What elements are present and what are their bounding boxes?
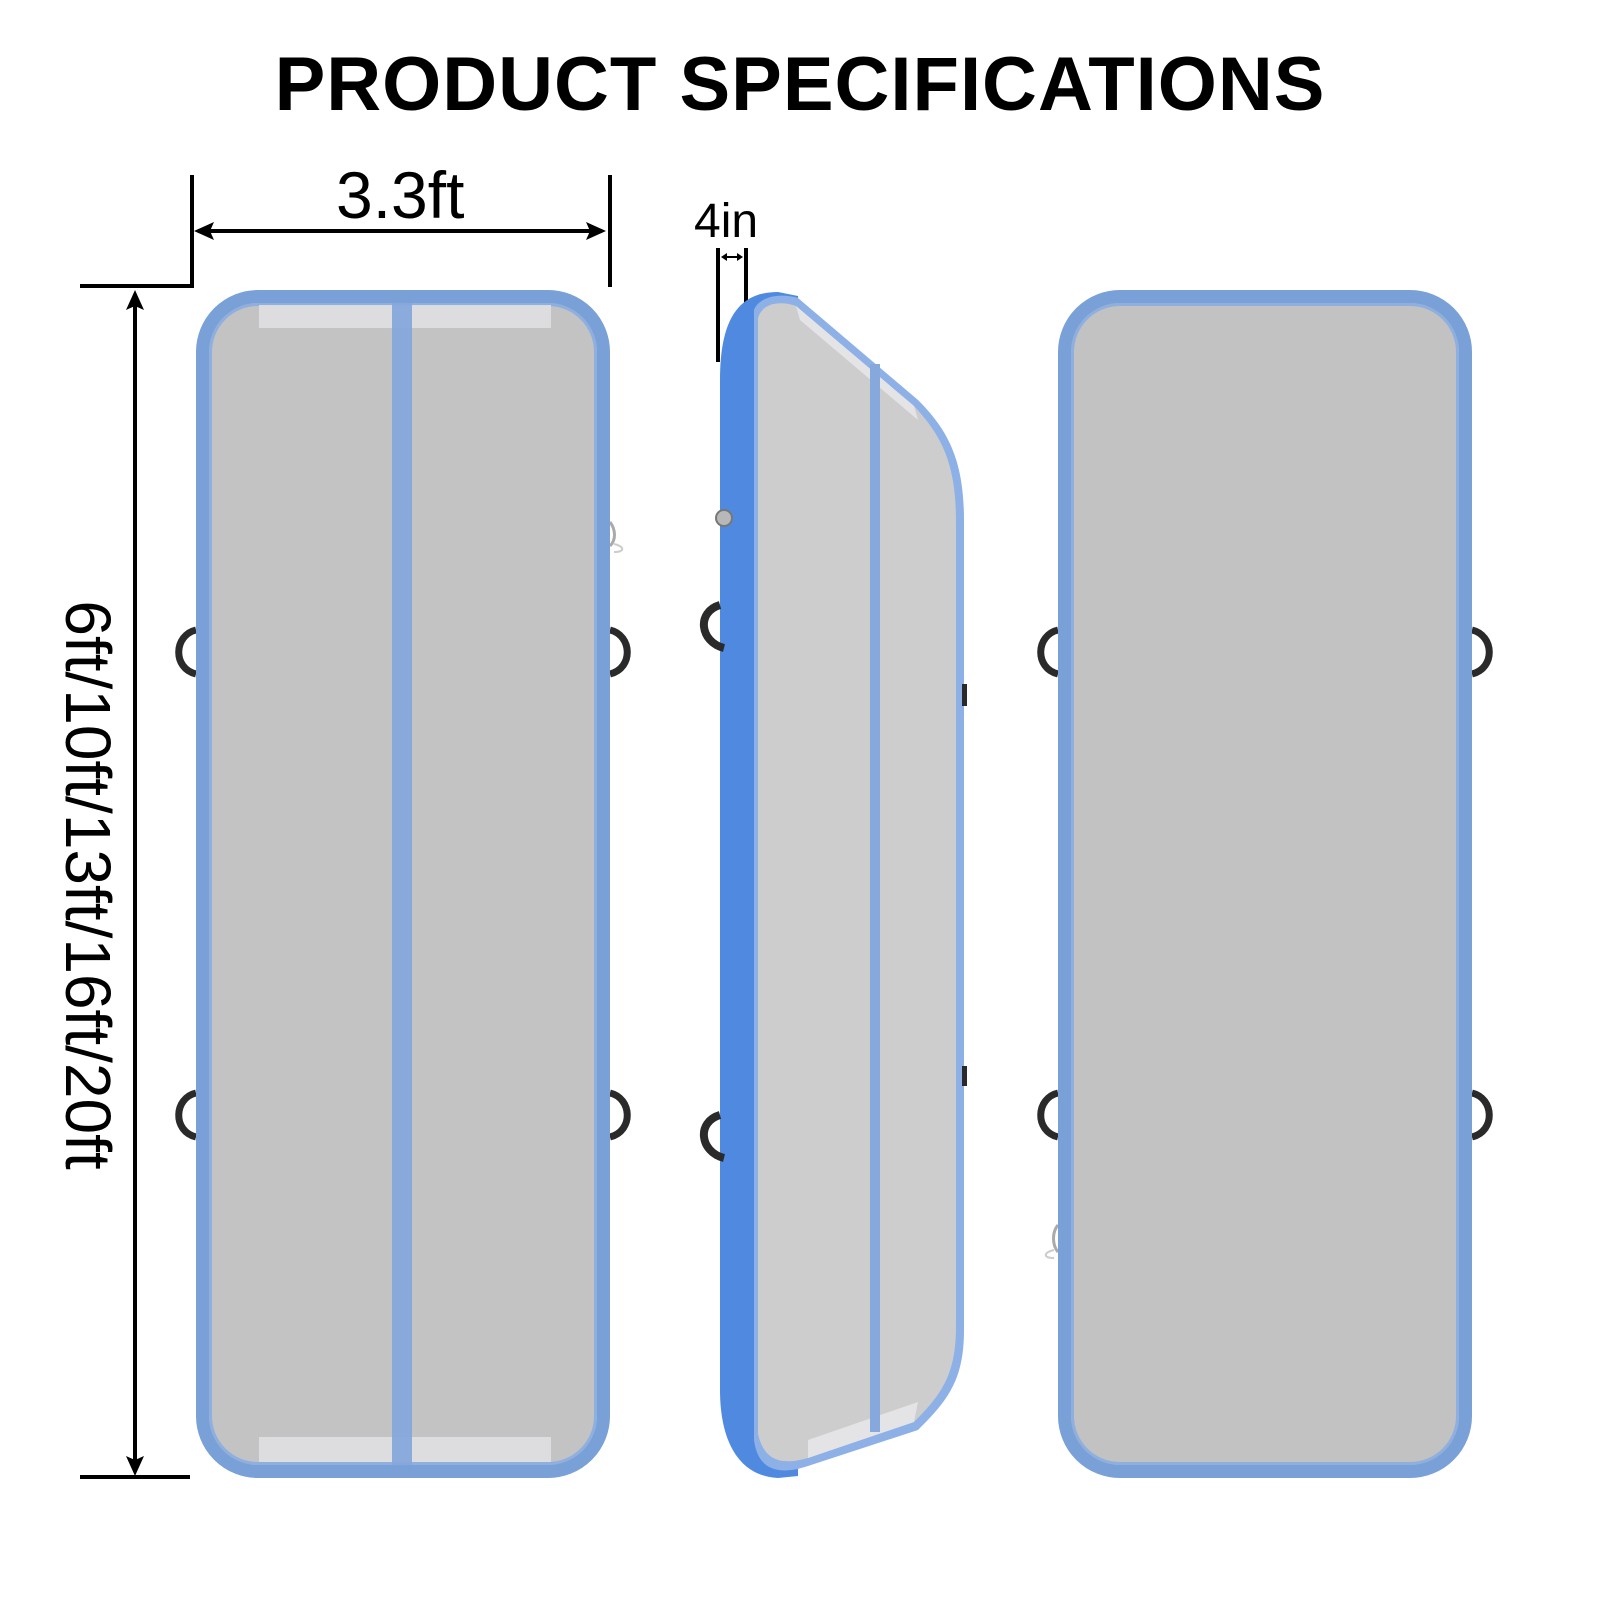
mat-top-view	[175, 290, 631, 1478]
width-label: 3.3ft	[336, 158, 465, 232]
length-dimension-bottom-tick	[80, 1475, 190, 1479]
width-dimension-right-tick	[608, 175, 612, 287]
center-stripe	[392, 303, 412, 1465]
page-title: PRODUCT SPECIFICATIONS	[274, 42, 1326, 127]
mat-side-view	[699, 290, 968, 1480]
handle-icons	[1037, 626, 1493, 1259]
width-dimension-left-tick	[190, 175, 194, 287]
side-view-drawing	[699, 292, 967, 1478]
mat-bottom-view	[1037, 290, 1493, 1478]
length-label: 6ft/10ft/13ft/16ft/20ft	[52, 600, 124, 1170]
handle-icons	[175, 521, 631, 1141]
mat-surface	[1058, 290, 1472, 1478]
thickness-label: 4in	[694, 195, 759, 248]
length-dimension-top-tick	[80, 284, 194, 288]
